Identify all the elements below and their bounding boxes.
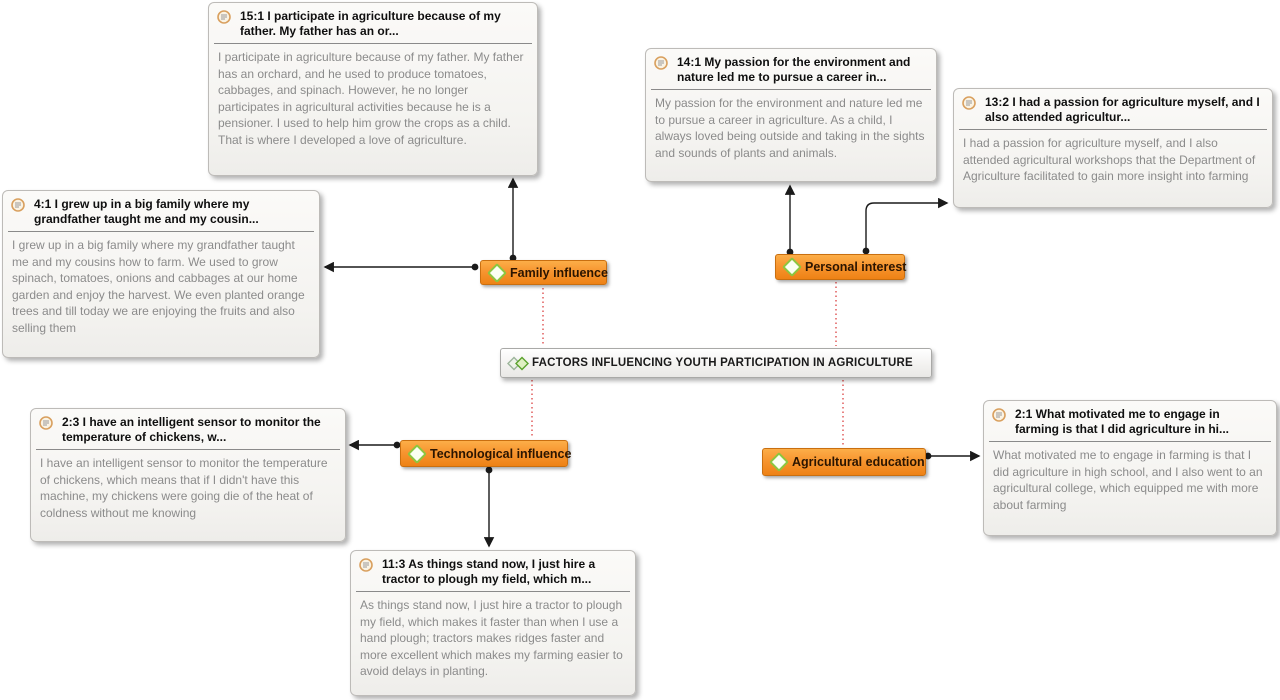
code-diamond-icon (487, 262, 507, 283)
edge-technological-influence-to-11-3[interactable] (483, 466, 495, 548)
quotation-body: As things stand now, I just hire a tract… (360, 598, 623, 678)
quotation-title: 15:1 I participate in agriculture becaus… (240, 9, 501, 38)
code-node-personal-interest[interactable]: Personal interest (775, 254, 907, 280)
quotation-node-2-3[interactable]: 2:3 I have an intelligent sensor to moni… (30, 408, 346, 542)
quotation-node-13-2[interactable]: 13:2 I had a passion for agriculture mys… (953, 88, 1273, 208)
quotation-body: I grew up in a big family where my grand… (12, 238, 305, 335)
code-node-agricultural-education[interactable]: Agricultural education (762, 448, 926, 476)
code-node-technological-influence[interactable]: Technological influence (400, 440, 572, 467)
code-label: Agricultural education (792, 455, 925, 469)
quotation-title: 14:1 My passion for the environment and … (677, 55, 911, 84)
quotation-header: 4:1 I grew up in a big family where my g… (8, 191, 314, 232)
quotation-icon (39, 416, 53, 430)
quotation-icon (962, 96, 976, 110)
quotation-title: 2:3 I have an intelligent sensor to moni… (62, 415, 321, 444)
code-label: Technological influence (430, 446, 572, 461)
quotation-title: 2:1 What motivated me to engage in farmi… (1015, 407, 1230, 436)
quotation-header: 2:3 I have an intelligent sensor to moni… (36, 409, 340, 450)
quotation-icon (992, 408, 1006, 422)
edge-technological-influence-to-2-3[interactable] (348, 439, 401, 451)
code-node-family-influence[interactable]: Family influence (480, 260, 608, 285)
central-node-label: FACTORS INFLUENCING YOUTH PARTICIPATION … (532, 357, 913, 369)
code-diamond-icon (769, 452, 789, 472)
quotation-node-2-1[interactable]: 2:1 What motivated me to engage in farmi… (983, 400, 1277, 536)
edge-family-influence-to-4-1[interactable] (323, 261, 479, 273)
quotation-header: 14:1 My passion for the environment and … (651, 49, 931, 90)
quotation-title: 11:3 As things stand now, I just hire a … (382, 557, 596, 586)
quotation-icon (217, 10, 231, 24)
quotation-body: My passion for the environment and natur… (655, 96, 925, 160)
quotation-body: What motivated me to engage in farming i… (993, 448, 1263, 512)
quotation-icon (359, 558, 373, 572)
code-label: Personal interest (805, 260, 907, 274)
quotation-body: I participate in agriculture because of … (218, 50, 524, 147)
quotation-header: 15:1 I participate in agriculture becaus… (214, 3, 532, 44)
code-diamond-icon (407, 443, 427, 464)
quotation-body: I had a passion for agriculture myself, … (963, 136, 1256, 183)
quotation-icon (654, 56, 668, 70)
quotation-node-15-1[interactable]: 15:1 I participate in agriculture becaus… (208, 2, 538, 176)
code-diamond-icon (782, 257, 802, 277)
quotation-node-14-1[interactable]: 14:1 My passion for the environment and … (645, 48, 937, 182)
code-label: Family influence (510, 265, 608, 280)
double-diamond-icon (507, 356, 529, 370)
quotation-header: 13:2 I had a passion for agriculture mys… (959, 89, 1267, 130)
quotation-title: 13:2 I had a passion for agriculture mys… (985, 95, 1260, 124)
quotation-header: 2:1 What motivated me to engage in farmi… (989, 401, 1271, 442)
quotation-body: I have an intelligent sensor to monitor … (40, 456, 328, 520)
quotation-node-4-1[interactable]: 4:1 I grew up in a big family where my g… (2, 190, 320, 358)
edge-agricultural-education-to-2-1[interactable] (924, 450, 981, 462)
edge-family-influence-to-15-1[interactable] (507, 177, 519, 262)
quotation-node-11-3[interactable]: 11:3 As things stand now, I just hire a … (350, 550, 636, 696)
quotation-header: 11:3 As things stand now, I just hire a … (356, 551, 630, 592)
central-node-factors[interactable]: FACTORS INFLUENCING YOUTH PARTICIPATION … (500, 348, 932, 378)
quotation-title: 4:1 I grew up in a big family where my g… (34, 197, 259, 226)
edge-personal-interest-to-14-1[interactable] (784, 184, 796, 256)
edge-personal-interest-to-13-2[interactable] (862, 197, 949, 255)
quotation-icon (11, 198, 25, 212)
